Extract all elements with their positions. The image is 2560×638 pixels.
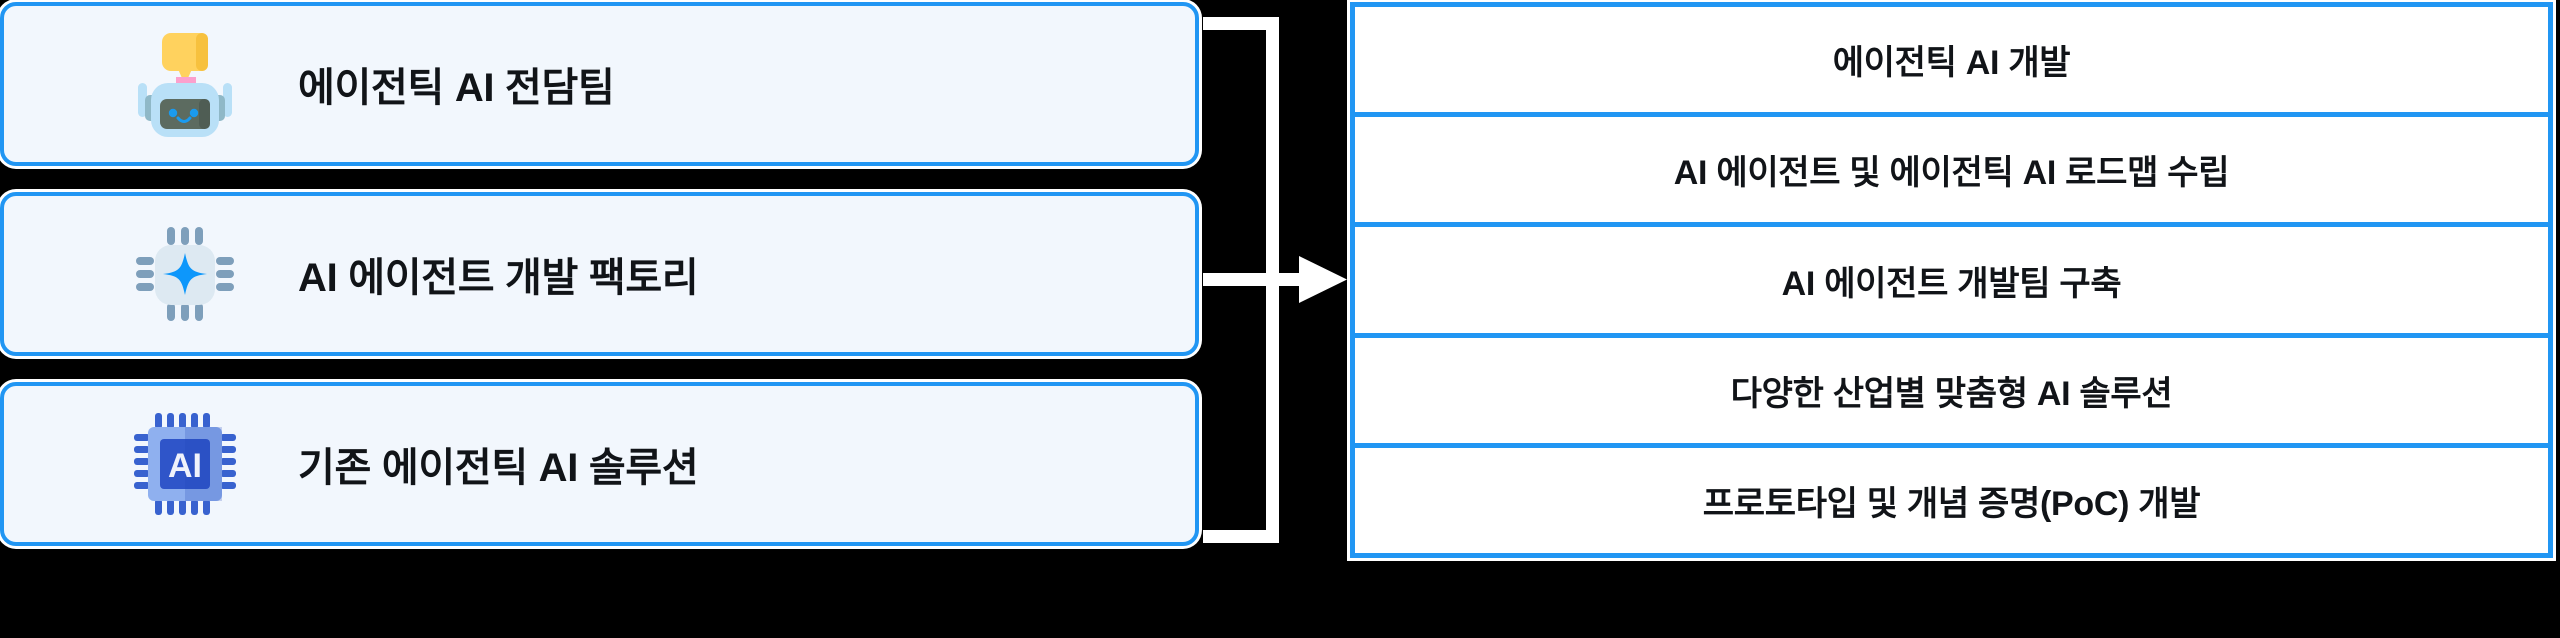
outcome-label: 다양한 산업별 맞춤형 AI 솔루션 (1730, 374, 2173, 413)
input-cards-column: 에이전틱 AI 전담팀 (0, 2, 1203, 558)
outcome-row[interactable]: AI 에이전트 개발팀 구축 (1355, 227, 2548, 338)
input-card-existing-agentic-ai-solution[interactable]: AI 기존 에이전틱 AI 솔루션 (0, 382, 1199, 546)
robot-icon (122, 21, 248, 147)
outcome-label: 에이전틱 AI 개발 (1832, 44, 2071, 83)
outcome-label: AI 에이전트 및 에이전틱 AI 로드맵 수립 (1673, 154, 2230, 193)
outcome-row[interactable]: 프로토타입 및 개념 증명(PoC) 개발 (1355, 447, 2548, 554)
outcome-label: 프로토타입 및 개념 증명(PoC) 개발 (1702, 484, 2201, 523)
input-card-label: 기존 에이전틱 AI 솔루션 (298, 446, 699, 490)
outcome-row[interactable]: 다양한 산업별 맞춤형 AI 솔루션 (1355, 337, 2548, 448)
outcome-row[interactable]: 에이전틱 AI 개발 (1355, 7, 2548, 118)
svg-text:AI: AI (168, 447, 202, 485)
input-card-label: 에이전틱 AI 전담팀 (298, 66, 615, 110)
outcome-label: AI 에이전트 개발팀 구축 (1781, 264, 2122, 303)
input-card-label: AI 에이전트 개발 팩토리 (298, 256, 699, 300)
outcome-panel: 에이전틱 AI 개발 AI 에이전트 및 에이전틱 AI 로드맵 수립 AI 에… (1350, 2, 2553, 558)
input-card-ai-agent-factory[interactable]: AI 에이전트 개발 팩토리 (0, 192, 1199, 356)
ai-chip-sparkle-icon (122, 211, 248, 337)
input-card-agentic-ai-team[interactable]: 에이전틱 AI 전담팀 (0, 2, 1199, 166)
merge-arrow-right-icon (1203, 0, 1358, 580)
outcome-row[interactable]: AI 에이전트 및 에이전틱 AI 로드맵 수립 (1355, 117, 2548, 228)
ai-chip-icon: AI (122, 401, 248, 527)
